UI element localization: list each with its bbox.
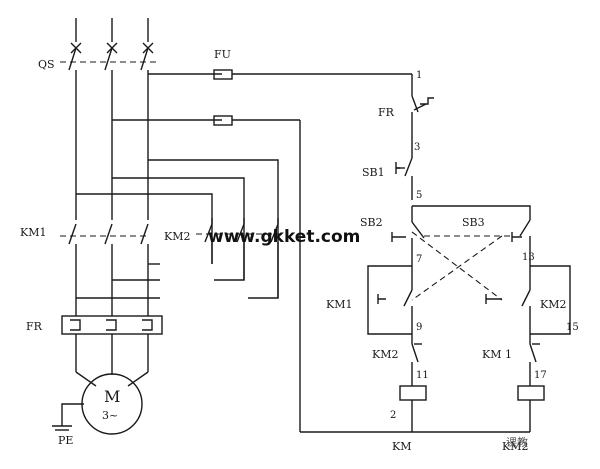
km2-main-contacts: [204, 218, 279, 298]
thermal-relay-heaters: [61, 315, 163, 335]
node-11: 11: [416, 370, 429, 381]
coil-km1-label: KM: [392, 440, 411, 453]
km1-main-label: KM1: [20, 226, 46, 239]
watermark-corner: 课教: [506, 436, 528, 449]
node-13: 13: [522, 252, 535, 263]
control-feed-wires: [76, 73, 279, 299]
control-circuit: [300, 74, 571, 433]
node-5: 5: [416, 190, 422, 201]
km2-aux-label: KM2: [540, 298, 566, 311]
km1-aux-label: KM1: [326, 298, 352, 311]
km1-interlock-label: KM 1: [482, 348, 512, 361]
fr-contact-label: FR: [378, 106, 395, 119]
pe-label: PE: [58, 434, 73, 447]
km2-interlock-label: KM2: [372, 348, 398, 361]
sb1-label: SB1: [362, 166, 385, 179]
node-3: 3: [414, 142, 420, 153]
km2-main-label: KM2: [164, 230, 190, 243]
power-phase-lines: [68, 18, 154, 387]
ground-symbol: [52, 403, 84, 431]
node-15: 15: [566, 322, 579, 333]
motor-label: M: [104, 387, 120, 406]
motor-sub-label: 3~: [102, 409, 118, 422]
node-1: 1: [416, 70, 422, 81]
coil-km2: [517, 385, 545, 401]
node-2: 2: [390, 410, 396, 421]
node-7: 7: [416, 254, 422, 265]
coil-km1: [399, 385, 427, 401]
sb2-label: SB2: [360, 216, 383, 229]
fu-label: FU: [214, 48, 231, 61]
node-9: 9: [416, 322, 422, 333]
qs-label: QS: [38, 58, 55, 71]
coil-km2-label: KM2: [502, 440, 528, 453]
watermark: www.gkket.com: [208, 227, 360, 247]
fuses: [213, 69, 412, 432]
motor: M 3~: [81, 373, 143, 435]
sb3-label: SB3: [462, 216, 485, 229]
fr-heater-label: FR: [26, 320, 43, 333]
node-17: 17: [534, 370, 547, 381]
